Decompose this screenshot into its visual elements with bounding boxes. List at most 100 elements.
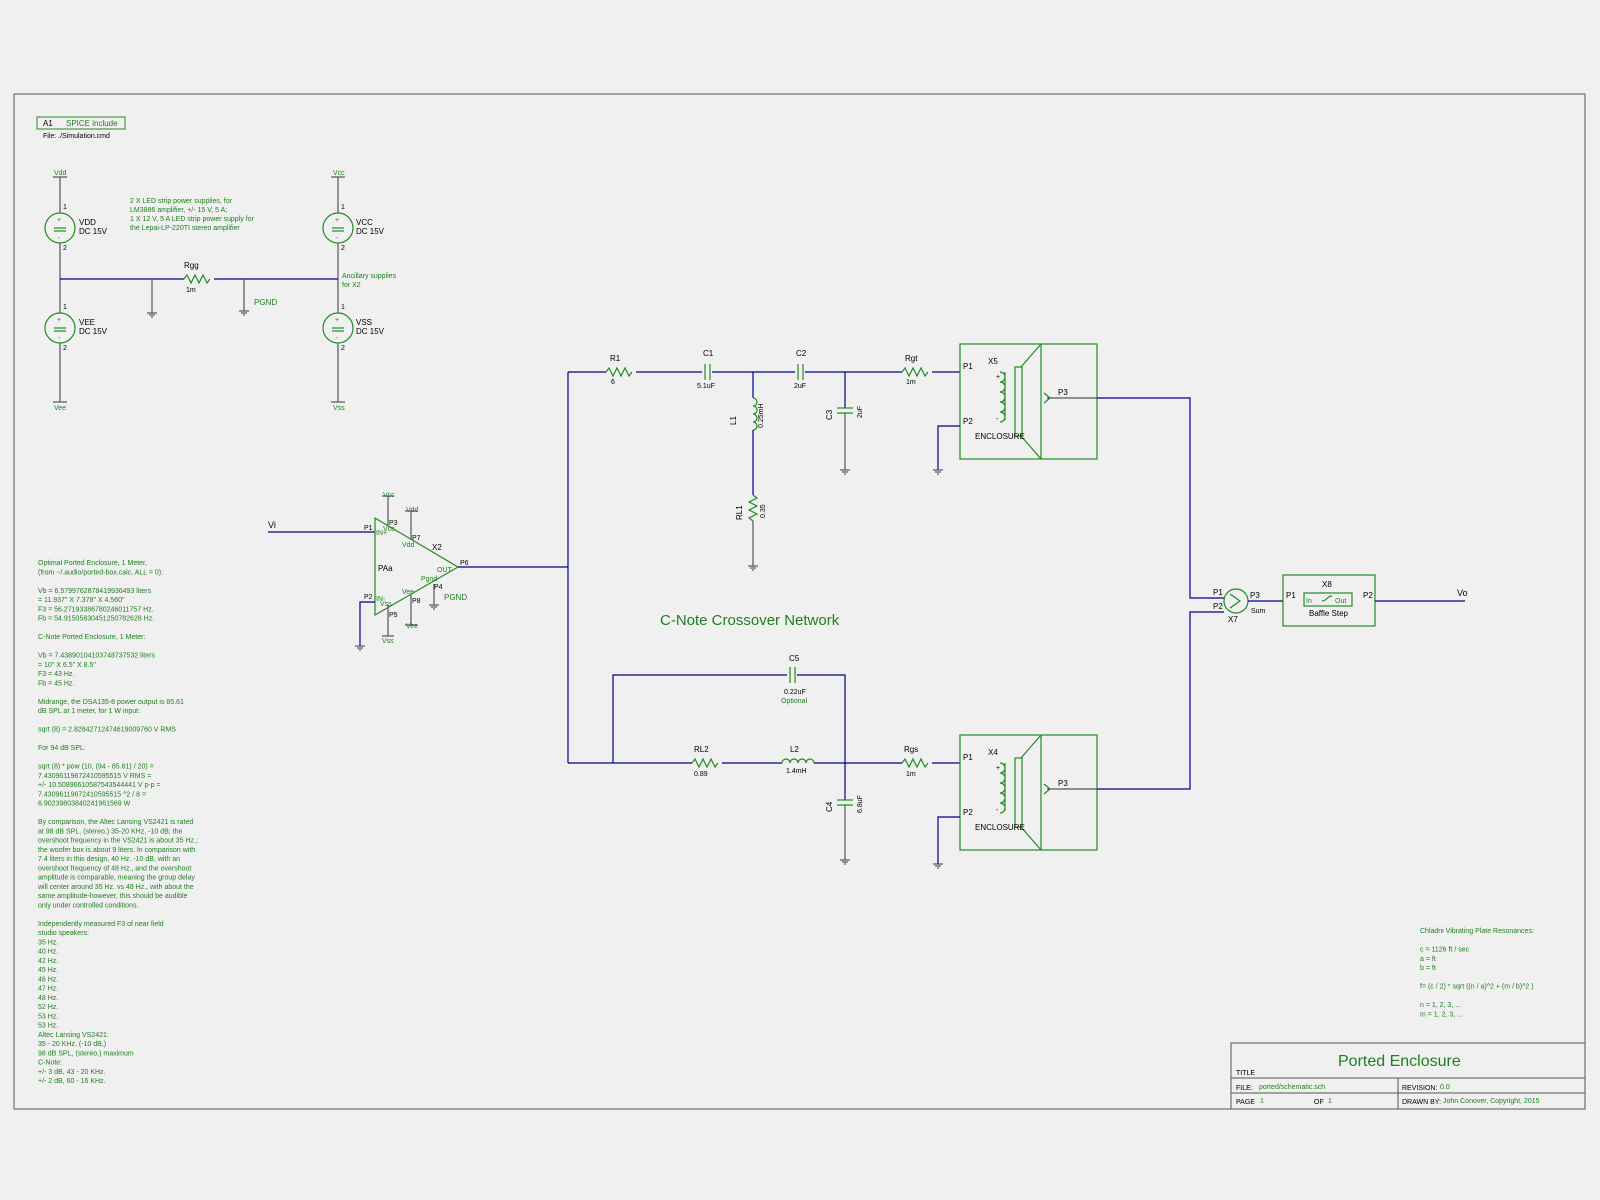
rgs-resistor xyxy=(901,757,929,769)
svg-text:Pgnd: Pgnd xyxy=(421,576,437,583)
vcc-net-label: Vcc xyxy=(333,170,345,177)
svg-text:RL1: RL1 xyxy=(735,505,744,520)
note-line: Independently measured F3 of near field xyxy=(38,921,164,928)
note-line: f= (c / 2) * sqrt ((n / a)^2 + (m / b)^2… xyxy=(1420,984,1534,991)
ancillary-line-1: Ancillary supplies xyxy=(342,273,397,280)
amplifier-x2: Vi Vcc Vdd Vee Vss P1 P2 P3 P4 P5 P6 P7 … xyxy=(268,492,568,651)
svg-text:X8: X8 xyxy=(1322,580,1332,589)
note-line: n = 1, 2, 3, ... xyxy=(1420,1002,1461,1009)
vcc-value: DC 15V xyxy=(356,227,385,236)
note-line: c = 1126 ft / sec xyxy=(1420,947,1470,954)
svg-text:P6: P6 xyxy=(460,560,469,567)
svg-text:P8: P8 xyxy=(412,598,421,605)
note-line: 98 dB SPL, (stereo,) maximum xyxy=(38,1050,134,1057)
svg-text:LM3886 amplifier, +/- 15 V, 5: LM3886 amplifier, +/- 15 V, 5 A; xyxy=(130,207,227,214)
notes-left: Optimal Ported Enclosure, 1 Meter,(from … xyxy=(37,560,198,1085)
svg-text:P2: P2 xyxy=(963,808,973,817)
vss-value: DC 15V xyxy=(356,327,385,336)
sum-baffle: P1 P2 P3 X7 Sum In Out X8 Baffle Step P1… xyxy=(1213,574,1468,627)
svg-text:5.1uF: 5.1uF xyxy=(697,383,715,390)
svg-text:2: 2 xyxy=(63,345,67,352)
svg-text:TITLE: TITLE xyxy=(1236,1070,1255,1077)
svg-text:C5: C5 xyxy=(789,654,800,663)
svg-text:Out: Out xyxy=(1335,598,1346,605)
svg-text:C2: C2 xyxy=(796,349,807,358)
svg-text:1: 1 xyxy=(63,304,67,311)
svg-text:Vee: Vee xyxy=(402,589,414,596)
note-line: 47 Hz. xyxy=(38,986,58,993)
svg-text:DRAWN BY:: DRAWN BY: xyxy=(1402,1099,1441,1106)
note-line: 35 - 20 KHz. (-10 dB,) xyxy=(38,1041,106,1048)
svg-text:In: In xyxy=(1306,598,1312,605)
svg-text:0.35: 0.35 xyxy=(760,504,767,518)
note-line: will center around 35 Hz. vs 48 Hz., wit… xyxy=(37,884,194,891)
spice-file: File: ./Simulation.cmd xyxy=(43,133,110,140)
note-line: 53 Hz. xyxy=(38,1023,58,1030)
x5-enclosure-label: ENCLOSURE xyxy=(975,432,1025,441)
vo-label: Vo xyxy=(1457,588,1468,598)
svg-text:-: - xyxy=(996,416,999,423)
rgg-value: 1m xyxy=(186,287,196,294)
svg-text:1: 1 xyxy=(63,204,67,211)
svg-text:-: - xyxy=(336,335,339,342)
note-line: sqrt (8) * pow (10, (94 - 85.61) / 20) = xyxy=(38,764,154,771)
note-line: m = 1, 2, 3, ... xyxy=(1420,1011,1463,1018)
svg-text:P5: P5 xyxy=(389,612,398,619)
note-line: 35 Hz. xyxy=(38,939,58,946)
title-block-file: ported/schematic.sch xyxy=(1259,1084,1325,1091)
svg-text:REVISION:: REVISION: xyxy=(1402,1085,1437,1092)
svg-text:C4: C4 xyxy=(825,801,834,812)
note-line: 7.4 liters in this design, 40 Hz. -10 dB… xyxy=(38,856,180,863)
title-block-title: Ported Enclosure xyxy=(1338,1053,1461,1070)
note-line: 52 Hz. xyxy=(38,1004,58,1011)
x4-enclosure-label: ENCLOSURE xyxy=(975,823,1025,832)
svg-text:P2: P2 xyxy=(1213,602,1223,611)
svg-text:Vcc: Vcc xyxy=(383,526,395,533)
svg-text:P2: P2 xyxy=(1363,591,1373,600)
svg-text:+: + xyxy=(57,317,61,324)
svg-text:Optional: Optional xyxy=(781,698,808,705)
note-line: Midrange, the DSA135-8 power output is 8… xyxy=(38,699,184,706)
note-line: Fb = 45 Hz. xyxy=(38,680,74,687)
x5-enclosure xyxy=(959,343,1098,460)
note-line: (from ~/.audio/ported-box.calc, ALL = 0)… xyxy=(38,569,163,576)
note-line: studio speakers: xyxy=(38,930,89,937)
svg-text:1 X 12 V, 5 A LED strip power: 1 X 12 V, 5 A LED strip power supply for xyxy=(130,216,255,223)
svg-text:0.22uF: 0.22uF xyxy=(784,689,806,696)
svg-text:-: - xyxy=(996,807,999,814)
svg-text:P1: P1 xyxy=(1286,591,1296,600)
note-line: 53 Hz. xyxy=(38,1013,58,1020)
note-line: = 11.937" X 7.378" X 4.560" xyxy=(38,597,125,604)
vdd-net-label: Vdd xyxy=(54,170,67,177)
svg-text:0.0: 0.0 xyxy=(1440,1084,1450,1091)
svg-text:P1: P1 xyxy=(963,362,973,371)
vcc-ref: VCC xyxy=(356,218,373,227)
svg-text:2: 2 xyxy=(63,245,67,252)
l1-inductor xyxy=(752,397,758,431)
note-line: 42 Hz. xyxy=(38,958,58,965)
power-note: 2 X LED strip power supplies, for LM3886… xyxy=(130,198,255,232)
svg-text:2: 2 xyxy=(341,245,345,252)
power-supplies: Vdd +- 1 2 VDD DC 15V +- 1 2 VEE DC 15V … xyxy=(44,170,397,412)
vee-ref: VEE xyxy=(79,318,95,327)
svg-text:X4: X4 xyxy=(988,748,998,757)
svg-text:+: + xyxy=(996,374,1000,381)
vss-net-label: Vss xyxy=(333,405,345,412)
amp-ref: X2 xyxy=(432,543,442,552)
note-line: Vb = 6.5799762878419936493 liters xyxy=(38,588,152,595)
note-line: Vb = 7.43890104103748737532 liters xyxy=(38,653,155,660)
svg-text:Rgt: Rgt xyxy=(905,354,918,363)
rgt-resistor xyxy=(901,366,929,378)
note-line: Altec Lansing VS2421: xyxy=(38,1032,109,1039)
amp-name: PAa xyxy=(378,564,393,573)
note-line: dB SPL at 1 meter, for 1 W input: xyxy=(38,708,140,715)
svg-text:-: - xyxy=(336,235,339,242)
svg-text:-: - xyxy=(58,235,61,242)
svg-text:P7: P7 xyxy=(412,535,421,542)
note-line: F3 = 43 Hz. xyxy=(38,671,74,678)
note-line: 46 Hz. xyxy=(38,976,58,983)
vss-ref: VSS xyxy=(356,318,372,327)
svg-text:L2: L2 xyxy=(790,745,799,754)
svg-text:P3: P3 xyxy=(389,520,398,527)
svg-text:R1: R1 xyxy=(610,354,621,363)
